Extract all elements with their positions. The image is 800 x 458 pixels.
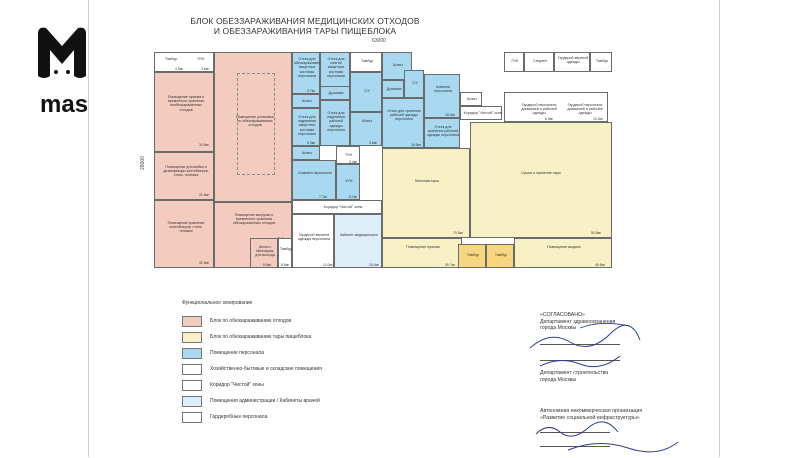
room-puk2: ПУК 3.4м² — [336, 146, 360, 164]
signature-line — [540, 446, 610, 447]
room-dry: Сушка и хранение тары 50.5м² — [470, 122, 612, 238]
room-store: Помещение хранения контейнеров, стоек, т… — [154, 200, 214, 268]
room-kui: КУИ 5.7м² — [336, 164, 360, 200]
approval-agreed: «СОГЛАСОВАНО» — [540, 312, 585, 318]
room-tambur-tl: Тамбур ПУК 4.5м² 3.6м² — [154, 52, 214, 72]
room-o-store3: Отсек для хранения рабочей одежды персон… — [424, 118, 460, 148]
legend-swatch — [182, 380, 202, 391]
room-shluz5: Шлюз — [460, 92, 482, 106]
room-tambur-tr: Тамбур — [590, 52, 612, 72]
room-staff: Комната персонала 7.7м² — [292, 160, 336, 200]
corridor-clean: Коридор "Чистой" зоны — [292, 200, 382, 214]
mash-logo-mark: mash — [38, 27, 103, 118]
room-receive: Помещение приема и временного хранения н… — [154, 72, 214, 152]
signature-line — [540, 432, 610, 433]
room-disinfect: Помещение установки по обеззараживанию о… — [214, 52, 292, 202]
approval-dept2-line1: Департамент строительства — [540, 370, 609, 376]
room-o-wear1: Отсек для обеззараживания защитных костю… — [292, 52, 323, 94]
dimension-width: 63000 — [372, 38, 386, 44]
signature-line — [540, 344, 620, 345]
signature-2 — [535, 421, 679, 453]
legend-swatch — [182, 396, 202, 407]
dimension-height: 28000 — [139, 156, 146, 170]
room-gard-top: Гардероб верхней одежды — [554, 52, 590, 72]
room-shluz: Шлюз — [292, 94, 320, 108]
approval-org-line1: Автономная некоммерческая организация — [540, 408, 643, 414]
room-med-cabinet: Кабинет медицинского 15.0м² — [334, 214, 382, 268]
room-wash: Помещение для мойки и дезинфекции контей… — [154, 152, 214, 200]
plan-title: БЛОК ОБЕЗЗАРАЖИВАНИЯ МЕДИЦИНСКИХ ОТХОДОВ… — [180, 16, 430, 36]
room-cabinet: Шлюз с обеззараж. для выхода 8.5м² — [250, 238, 278, 268]
room-dush2: Душевая — [382, 80, 404, 98]
mash-logo: mash — [34, 24, 124, 119]
plan-title-line-2: И ОБЕЗЗАРАЖИВАНИЯ ТАРЫ ПИЩЕБЛОКА — [213, 26, 397, 36]
room-shluz2: Шлюз 3.6м² — [350, 112, 382, 146]
legend-swatch — [182, 348, 202, 359]
room-moech: Моечная тары 70.5м² — [382, 148, 470, 238]
corridor-clean-2: Коридор "Чистой" зоны — [460, 106, 502, 120]
signature-line — [540, 360, 620, 361]
room-o-shoes: Отсек для надевания рабочей одежды персо… — [320, 100, 350, 146]
approval-org-line2: «Развитие социальной инфраструктуры» — [540, 415, 640, 421]
room-su: С/У — [350, 72, 382, 112]
approval-dept2-line2: города Москвы — [540, 377, 577, 383]
approval-dept1-line2: города Москвы — [540, 325, 577, 331]
room-wardrobe: Гардероб верхней одежды персонала 11.0м² — [292, 214, 334, 268]
room-tambur-b1: Тамбур — [458, 244, 486, 268]
room-tambur-b2: Тамбур — [486, 244, 514, 268]
legend-swatch — [182, 412, 202, 423]
room-shluz3: Шлюз — [292, 146, 320, 160]
legend-swatch — [182, 364, 202, 375]
room-vydacha: Помещение выдачи 45.5м² — [514, 238, 612, 268]
room-su2: С/У — [404, 70, 424, 98]
room-priem: Помещение приема 30.7м² — [382, 238, 462, 268]
room-o-cloth: Отсек для хранения рабочей одежды персон… — [382, 98, 424, 148]
approval-dept1-line1: Департамент здравоохранения — [540, 319, 616, 325]
room-dush: Душевая — [320, 86, 350, 100]
legend-title: Функциональное зонирование — [182, 300, 253, 306]
legend-swatch — [182, 332, 202, 343]
room-puk3: ПУК — [504, 52, 524, 72]
room-tambur-tc: Тамбур — [350, 52, 382, 72]
room-sanuzel: Санузел — [524, 52, 554, 72]
signature-1 — [529, 323, 641, 368]
room-o-wear3: Отсек для надевания защитных костюма пер… — [292, 108, 320, 146]
room-staff2: Комната персонала 18.2м² — [424, 74, 460, 118]
room-tambur-bl: Тамбур 5.8м² — [278, 238, 292, 268]
plan-title-line-1: БЛОК ОБЕЗЗАРАЖИВАНИЯ МЕДИЦИНСКИХ ОТХОДОВ — [190, 16, 420, 26]
room-gard-home: Гардероб персонала домашней и рабочей од… — [504, 92, 608, 122]
legend-swatch — [182, 316, 202, 327]
